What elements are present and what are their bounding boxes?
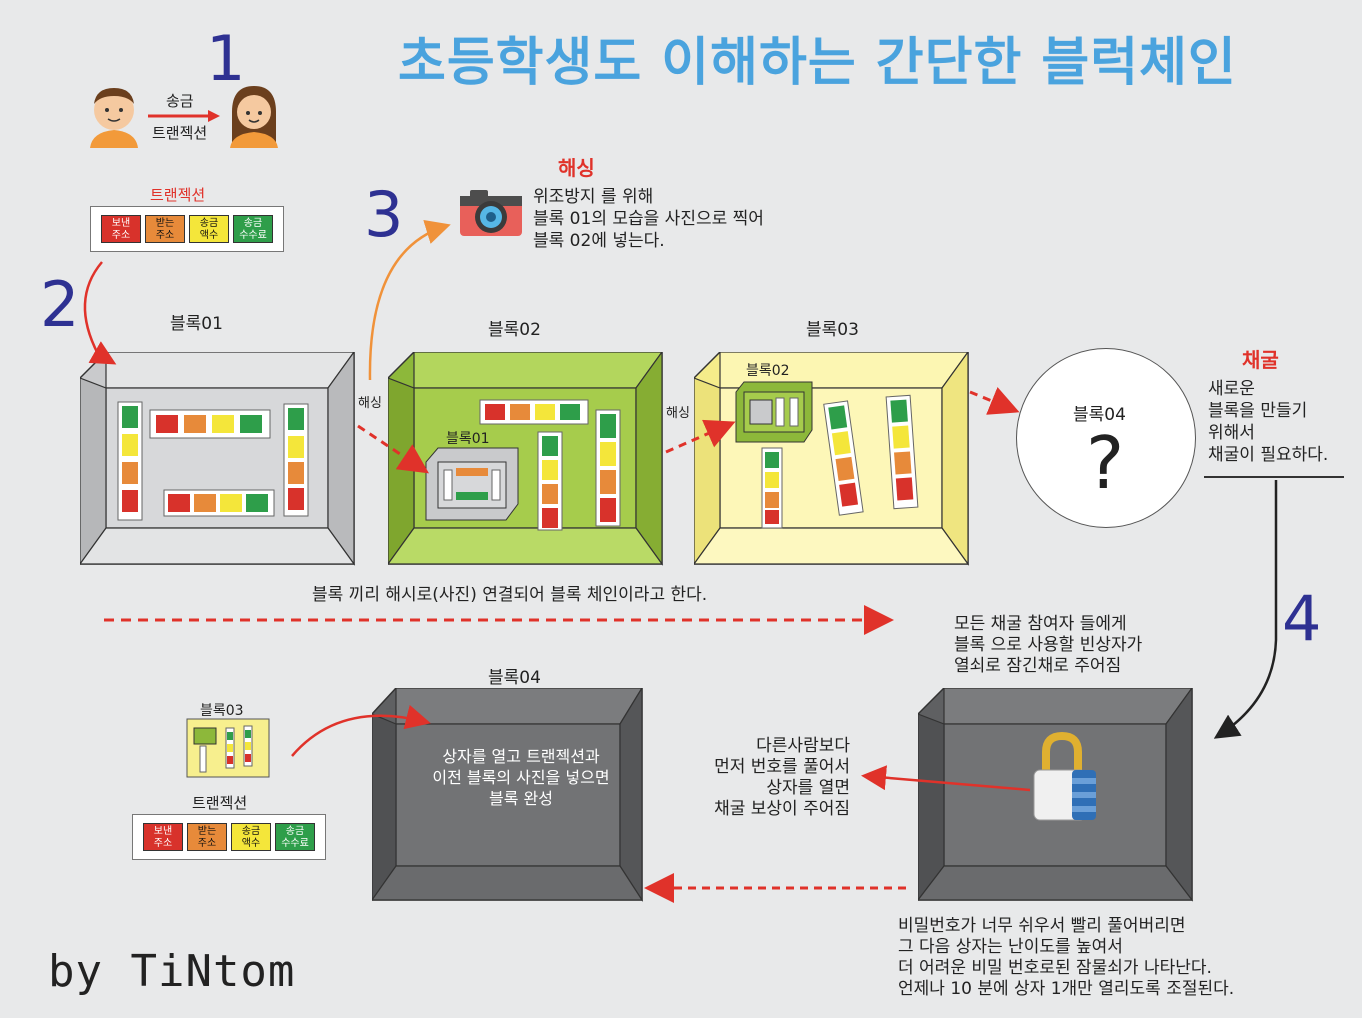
hashing-line-1: 위조방지 를 위해 xyxy=(533,187,654,207)
man-avatar-icon xyxy=(90,88,138,148)
block04-label: 블록04 xyxy=(488,668,541,688)
inner-block02-label: 블록02 xyxy=(746,363,790,379)
arrow-to-block04 xyxy=(969,387,1020,415)
step-number-3: 3 xyxy=(364,178,404,251)
page-title: 초등학생도 이해하는 간단한 블럭체인 xyxy=(398,33,1237,93)
arrow-step4 xyxy=(1213,480,1278,739)
reward-caption: 다른사람보다 먼저 번호를 풀어서 상자를 열면 채굴 보상이 주어짐 xyxy=(690,736,850,820)
block03-thumbnail xyxy=(186,718,270,778)
difficulty-line-3: 더 어려운 비밀 번호로된 잠물쇠가 나타난다. xyxy=(898,958,1212,978)
hashing-line-2: 블록 01의 모습을 사진으로 찍어 xyxy=(533,209,764,229)
block04-dark-box xyxy=(372,688,644,903)
reward-line-2: 먼저 번호를 풀어서 xyxy=(714,757,850,777)
block02-label: 블록02 xyxy=(488,320,541,340)
arrow-step2 xyxy=(83,261,117,365)
padlock-icon xyxy=(1033,731,1096,821)
step-number-2: 2 xyxy=(40,268,80,341)
step1-illustration xyxy=(90,86,278,148)
mining-description: 새로운 블록을 만들기 위해서 채굴이 필요하다. xyxy=(1208,378,1328,466)
arrow-hash-2 xyxy=(665,419,736,454)
step1-label-top: 송금 xyxy=(166,92,194,110)
complete-line-3: 블록 완성 xyxy=(489,789,553,808)
reward-line-4: 채굴 보상이 주어짐 xyxy=(714,799,850,819)
hash-label-1: 해싱 xyxy=(358,396,382,411)
step1-label-bottom: 트랜젝션 xyxy=(152,124,208,142)
transaction-title: 트랜젝션 xyxy=(150,186,206,204)
mining-title: 채굴 xyxy=(1242,348,1279,372)
mining-line-2: 블록을 만들기 xyxy=(1208,401,1308,421)
arrow-hash-1 xyxy=(357,424,429,474)
hashing-line-3: 블록 02에 넣는다. xyxy=(533,231,665,251)
reward-line-1: 다른사람보다 xyxy=(756,736,850,756)
mining-line-4: 채굴이 필요하다. xyxy=(1208,445,1329,465)
hashing-description: 위조방지 를 위해 블록 01의 모습을 사진으로 찍어 블록 02에 넣는다. xyxy=(533,186,764,252)
arrow-into-block04 xyxy=(291,704,431,757)
difficulty-caption: 비밀번호가 너무 쉬우서 빨리 풀어버리면 그 다음 상자는 난이도를 높여서 … xyxy=(898,916,1234,1000)
block01-label: 블록01 xyxy=(170,314,223,334)
signature: by TiNtom xyxy=(48,946,296,997)
complete-line-2: 이전 블록의 사진을 넣으면 xyxy=(432,768,610,787)
hash-label-2: 해싱 xyxy=(666,406,690,421)
inner-block03-label: 블록03 xyxy=(200,703,244,719)
difficulty-line-2: 그 다음 상자는 난이도를 높여서 xyxy=(898,937,1123,957)
complete-line-1: 상자를 열고 트랜젝션과 xyxy=(442,747,600,766)
woman-avatar-icon xyxy=(230,86,278,148)
camera-icon xyxy=(460,190,522,236)
chain-caption: 블록 끼리 해시로(사진) 연결되어 블록 체인이라고 한다. xyxy=(312,585,708,605)
block04-circle xyxy=(1016,348,1196,528)
mining-line-1: 새로운 xyxy=(1208,379,1255,399)
question-mark: ? xyxy=(1086,421,1125,505)
step-number-4: 4 xyxy=(1282,582,1322,655)
bottom-transaction-title: 트랜젝션 xyxy=(192,794,248,812)
lockbox-caption: 모든 채굴 참여자 들에게 블록 으로 사용할 빈상자가 열쇠로 잠긴채로 주어… xyxy=(954,614,1142,677)
difficulty-line-1: 비밀번호가 너무 쉬우서 빨리 풀어버리면 xyxy=(898,916,1186,936)
mining-line-3: 위해서 xyxy=(1208,423,1255,443)
block02-box xyxy=(388,352,664,566)
lockbox-line-3: 열쇠로 잠긴채로 주어짐 xyxy=(954,656,1122,676)
inner-block01-label: 블록01 xyxy=(446,431,490,447)
block01-box xyxy=(80,352,356,566)
arrow-step3 xyxy=(368,219,451,381)
lockbox-line-1: 모든 채굴 참여자 들에게 xyxy=(954,614,1127,634)
step-number-1: 1 xyxy=(206,22,246,95)
arrow-to-reward xyxy=(861,765,1031,792)
block03-label: 블록03 xyxy=(806,320,859,340)
difficulty-line-4: 언제나 10 분에 상자 1개만 열리도록 조절된다. xyxy=(898,979,1235,999)
block04-circle-label: 블록04 xyxy=(1073,405,1126,425)
reward-line-3: 상자를 열면 xyxy=(766,778,850,798)
lockbox-line-2: 블록 으로 사용할 빈상자가 xyxy=(954,635,1143,655)
hashing-title: 해싱 xyxy=(558,156,595,180)
complete-caption: 상자를 열고 트랜젝션과 이전 블록의 사진을 넣으면 블록 완성 xyxy=(406,746,636,809)
